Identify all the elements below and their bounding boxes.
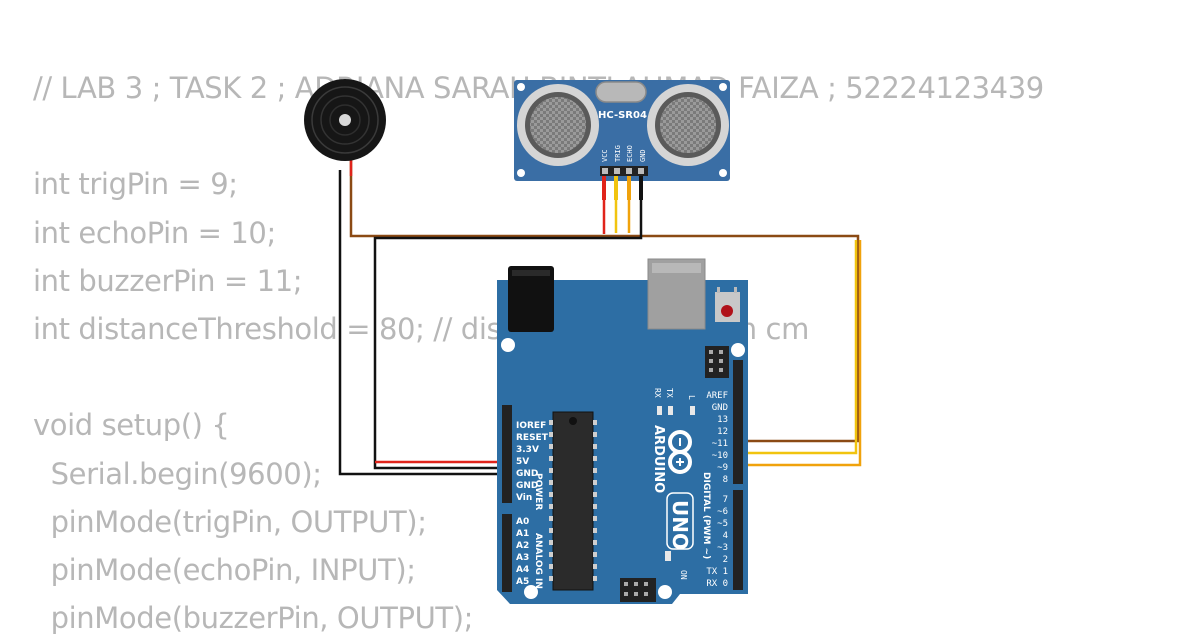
pin-13-label: 13 [717, 415, 728, 425]
uno-model-label: UNO [668, 500, 692, 550]
wire-buzzer-signal[interactable] [349, 160, 860, 443]
pin-a4-label: A4 [516, 565, 529, 575]
analog-section-label: ANALOG IN [533, 533, 543, 589]
pin-gnd1-label: GND [516, 469, 538, 479]
sensor-pin-gnd-label: GND [639, 149, 647, 162]
pin-10-label: ~10 [712, 451, 728, 461]
digital-header-lower [733, 490, 743, 590]
wires [338, 160, 862, 476]
pin-5-label: ~5 [717, 519, 728, 529]
sensor-pin-echo-label: ECHO [626, 145, 634, 162]
pin-a3-label: A3 [516, 553, 529, 563]
pin-vin-label: Vin [516, 493, 532, 503]
code-line: int trigPin = 9; [33, 167, 238, 202]
piezo-buzzer[interactable] [304, 79, 386, 161]
pin-8-label: 8 [723, 475, 728, 485]
digital-section-label: DIGITAL (PWM ~) [701, 472, 711, 559]
pin-3v3-label: 3.3V [516, 445, 539, 455]
arduino-logo-icon [668, 430, 692, 474]
pin-9-label: ~9 [717, 463, 728, 473]
arduino-uno-board[interactable]: IOREF RESET 3.3V 5V GND GND Vin A0 A1 A2… [497, 258, 748, 604]
power-header [502, 405, 512, 503]
sensor-pin-trig-label: TRIG [614, 145, 622, 162]
pin-ioref-label: IOREF [516, 421, 546, 431]
wire-sensor-gnd[interactable] [373, 198, 643, 470]
sensor-pin-vcc-label: VCC [601, 149, 609, 162]
code-line: pinMode(buzzerPin, OUTPUT); [33, 601, 474, 636]
code-line: void setup() { [33, 408, 230, 443]
pin-a5-label: A5 [516, 577, 529, 587]
code-line: pinMode(trigPin, OUTPUT); [33, 504, 427, 539]
pin-gnd3-label: GND [712, 403, 728, 413]
transducer-right-icon [647, 84, 729, 166]
pin-aref-label: AREF [706, 391, 728, 401]
tx-led-label: TX [665, 388, 674, 398]
l-led-label: L [687, 395, 696, 400]
pin-a0-label: A0 [516, 517, 529, 527]
power-section-label: POWER [533, 473, 543, 510]
atmega-chip [552, 411, 594, 591]
pin-4-label: 4 [723, 531, 728, 541]
wire-buzzer-gnd[interactable] [338, 170, 506, 476]
pin-gnd2-label: GND [516, 481, 538, 491]
analog-header [502, 514, 512, 592]
pin-6-label: ~6 [717, 507, 728, 517]
pin-a1-label: A1 [516, 529, 529, 539]
pin-12-label: 12 [717, 427, 728, 437]
digital-header-upper [733, 360, 743, 484]
pin-reset-label: RESET [516, 433, 549, 443]
pin-rx0-label: RX 0 [706, 579, 728, 589]
pin-3-label: ~3 [717, 543, 728, 553]
sensor-model-label: HC-SR04 [598, 110, 647, 121]
dc-power-jack [508, 266, 554, 332]
on-led-label: ON [679, 570, 688, 580]
transducer-left-icon [517, 84, 599, 166]
ultrasonic-sensor[interactable]: HC-SR04 VCC TRIG ECHO GND [514, 80, 730, 200]
pin-2-label: 2 [723, 555, 728, 565]
arduino-brand-label: ARDUINO [651, 425, 666, 493]
pin-5v-label: 5V [516, 457, 529, 467]
pin-a2-label: A2 [516, 541, 529, 551]
code-line: pinMode(echoPin, INPUT); [33, 552, 416, 587]
pin-7-label: 7 [723, 495, 728, 505]
pin-11-label: ~11 [712, 439, 728, 449]
pin-tx1-label: TX 1 [706, 567, 728, 577]
rx-led-label: RX [653, 388, 662, 398]
code-line: Serial.begin(9600); [33, 456, 322, 491]
code-line: int echoPin = 10; [33, 215, 276, 250]
code-line: int buzzerPin = 11; [33, 263, 303, 298]
